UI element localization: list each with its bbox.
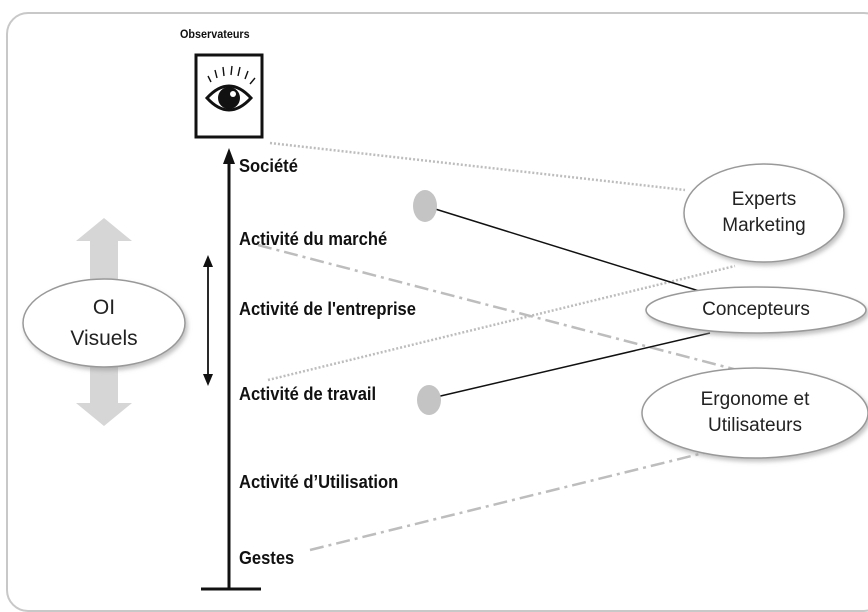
oi-line1: OI [92, 296, 116, 319]
ergonome-line1: Ergonome et [700, 389, 810, 410]
ergonome-line2: Utilisateurs [708, 415, 802, 436]
level-activite-utilisation: Activité d’Utilisation [239, 472, 399, 492]
ergonome-ellipse [641, 367, 868, 459]
dashed-observateurs-experts [269, 141, 686, 192]
vertical-axis [201, 148, 261, 591]
line-travail-concepteurs [431, 332, 711, 399]
ergonome-label: Ergonome et Utilisateurs [650, 387, 860, 439]
oi-label: OI Visuels [28, 292, 180, 354]
oi-line2: Visuels [70, 327, 138, 350]
level-gestes: Gestes [239, 548, 295, 568]
dot-travail [417, 385, 441, 415]
oi-double-arrow [76, 218, 132, 426]
concepteurs-label: Concepteurs [656, 297, 856, 323]
range-double-arrow [203, 255, 213, 386]
dashed-marche-ergonome [257, 243, 746, 374]
dashed-gestes-ergonome [309, 445, 729, 552]
eye-icon [194, 53, 264, 139]
level-activite-travail: Activité de travail [239, 384, 377, 404]
experts-line2: Marketing [722, 215, 806, 236]
dot-marche [413, 190, 437, 222]
observers-title: Observateurs [180, 27, 250, 41]
experts-label: Experts Marketing [688, 187, 840, 239]
solid-connectors [431, 207, 713, 399]
experts-line1: Experts [731, 189, 797, 210]
level-societe: Société [239, 156, 298, 176]
oi-ellipse [22, 278, 186, 368]
line-marche-concepteurs [431, 207, 713, 296]
concepteurs-line1: Concepteurs [702, 299, 810, 320]
dashed-travail-experts [267, 264, 736, 382]
level-activite-entreprise: Activité de l'entreprise [239, 299, 416, 319]
level-activite-marche: Activité du marché [239, 229, 388, 249]
dashed-connectors [257, 141, 746, 552]
diagram-canvas [22, 53, 868, 591]
experts-ellipse [683, 163, 845, 263]
concepteurs-ellipse [645, 286, 867, 334]
